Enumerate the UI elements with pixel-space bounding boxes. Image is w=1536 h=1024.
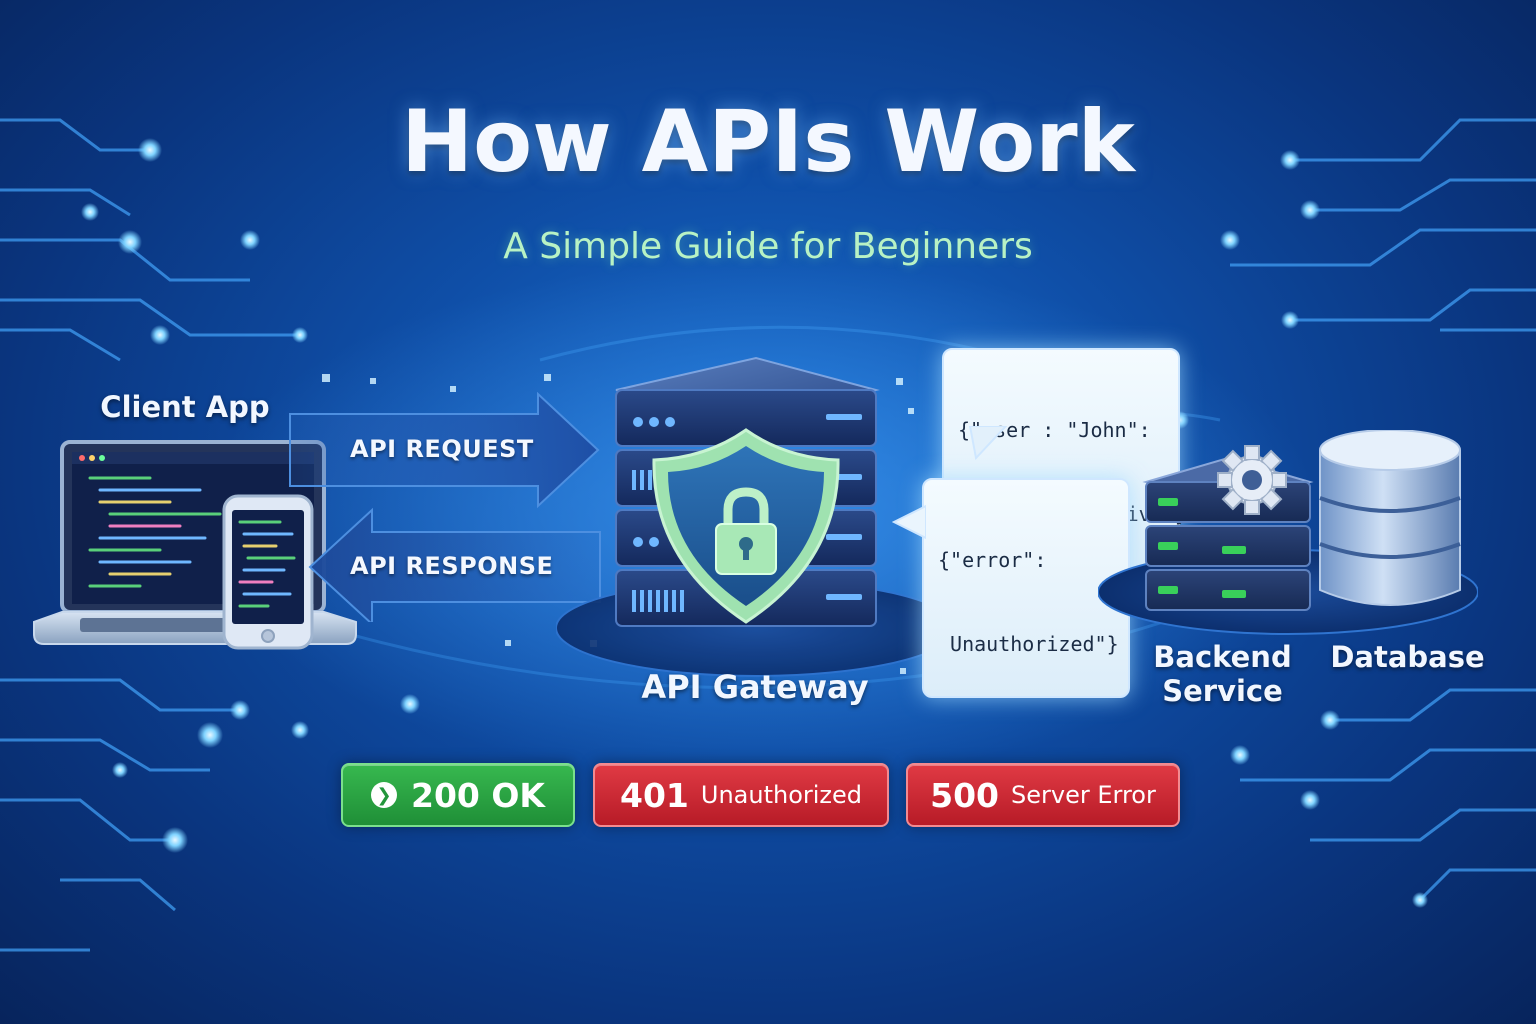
bubble-tail: [968, 426, 1008, 460]
server-rack-icon: [556, 356, 956, 677]
backend-database-group: [1098, 430, 1478, 635]
error-line-2: Unauthorized"}: [938, 632, 1119, 656]
shield-lock-icon: [652, 428, 840, 624]
client-app-label: Client App: [100, 390, 270, 424]
server-gear-icon: [1142, 445, 1314, 611]
error-json-bubble: {"error": Unauthorized"}: [922, 478, 1130, 698]
smartphone-icon: [222, 494, 314, 650]
status-description: Unauthorized: [700, 781, 863, 809]
response-arrow: [308, 507, 601, 622]
status-badge-500: 500 Server Error: [906, 763, 1180, 827]
database-cylinder-icon: [1319, 430, 1461, 606]
status-description: Server Error: [1011, 781, 1156, 809]
status-badge-401: 401 Unauthorized: [593, 763, 889, 827]
api-gateway-label: API Gateway: [641, 668, 869, 706]
page-subtitle: A Simple Guide for Beginners: [503, 226, 1033, 267]
flow-arrows: [289, 392, 601, 622]
status-code: 401: [619, 775, 689, 815]
page-title: How APIs Work: [401, 92, 1135, 192]
api-request-label: API REQUEST: [350, 435, 534, 463]
database-label: Database: [1330, 640, 1485, 674]
backend-service-label: Backend Service: [1153, 640, 1292, 708]
request-arrow: [289, 392, 600, 509]
chevron-right-icon: ❯: [371, 782, 397, 808]
api-response-label: API RESPONSE: [350, 552, 554, 580]
status-code: 500: [930, 775, 1000, 815]
status-code: 200 OK: [411, 775, 545, 815]
status-badge-200: ❯ 200 OK: [341, 763, 575, 827]
error-line-1: {"error":: [938, 548, 1047, 572]
bubble-tail: [892, 504, 926, 540]
